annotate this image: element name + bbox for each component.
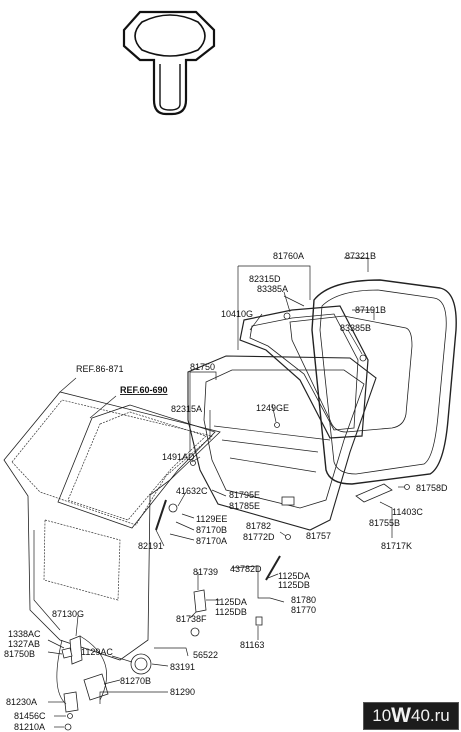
watermark-letter: W: [391, 704, 411, 727]
part-labels: 81760A 87321B 82315D 83385A 10410G 87191…: [4, 251, 448, 732]
part-label: 83385A: [257, 284, 288, 294]
part-label: 81290: [170, 687, 195, 697]
part-label: 81750B: [4, 649, 35, 659]
part-label: 82191: [138, 541, 163, 551]
small-parts: [56, 312, 410, 731]
part-label: 1125DB: [278, 580, 310, 590]
part-label: 87170B: [196, 525, 227, 535]
part-label: 81780: [291, 595, 316, 605]
part-label: 81270B: [120, 676, 151, 686]
part-label: 10410G: [221, 309, 253, 319]
part-label: 81770: [291, 605, 316, 615]
part-label: 1125DA: [278, 571, 310, 581]
part-label: 1125DB: [215, 607, 247, 617]
part-label: 81755B: [369, 518, 400, 528]
part-label: 1327AB: [8, 639, 40, 649]
part-label: 1338AC: [8, 629, 41, 639]
part-label: 81757: [306, 531, 331, 541]
part-label: 87130G: [52, 609, 84, 619]
part-label: 1129AC: [81, 647, 113, 657]
weatherstrip-seal: [289, 279, 457, 485]
part-label: 1491AD: [162, 452, 195, 462]
part-label: 83191: [170, 662, 195, 672]
part-label: 82315A: [171, 404, 202, 414]
part-label: 81230A: [6, 697, 37, 707]
part-label: 81758D: [416, 483, 448, 493]
part-label: 87321B: [345, 251, 376, 261]
ref-label-1: REF.86-871: [76, 364, 124, 374]
part-label: 81760A: [273, 251, 304, 261]
part-label: 81163: [240, 640, 264, 650]
clip-detail-icon: [122, 10, 216, 116]
part-label: 81795E: [229, 490, 260, 500]
watermark-suffix: 40.ru: [411, 706, 450, 725]
part-label: 82315D: [249, 274, 281, 284]
part-label: 43782D: [230, 564, 262, 574]
tailgate-outer-panel: [3, 391, 221, 661]
part-label: 11403C: [392, 507, 423, 517]
tailgate-inner-frame: [187, 355, 377, 531]
part-label: 81739: [193, 567, 218, 577]
part-label: 81750: [190, 362, 215, 372]
part-label: 1125DA: [215, 597, 247, 607]
leader-lines: [47, 257, 404, 728]
part-label: 81772D: [243, 532, 275, 542]
ref-label-2: REF.60-690: [120, 385, 168, 395]
part-label: 81210A: [14, 722, 45, 732]
part-label: 87170A: [196, 536, 227, 546]
part-label: 81785E: [229, 501, 260, 511]
part-label: 81717K: [381, 541, 412, 551]
watermark-prefix: 10: [372, 706, 392, 725]
part-label: 1249GE: [256, 403, 289, 413]
part-label: 81782: [246, 521, 271, 531]
part-label: 81738F: [176, 614, 207, 624]
rear-glass-panel: [57, 404, 216, 529]
part-label: 56522: [193, 650, 218, 660]
part-label: 87191B: [355, 305, 386, 315]
part-label: 1129EE: [196, 514, 227, 524]
part-label: 41632C: [176, 486, 208, 496]
part-label: 81456C: [14, 711, 46, 721]
part-label: 83385B: [340, 323, 371, 333]
